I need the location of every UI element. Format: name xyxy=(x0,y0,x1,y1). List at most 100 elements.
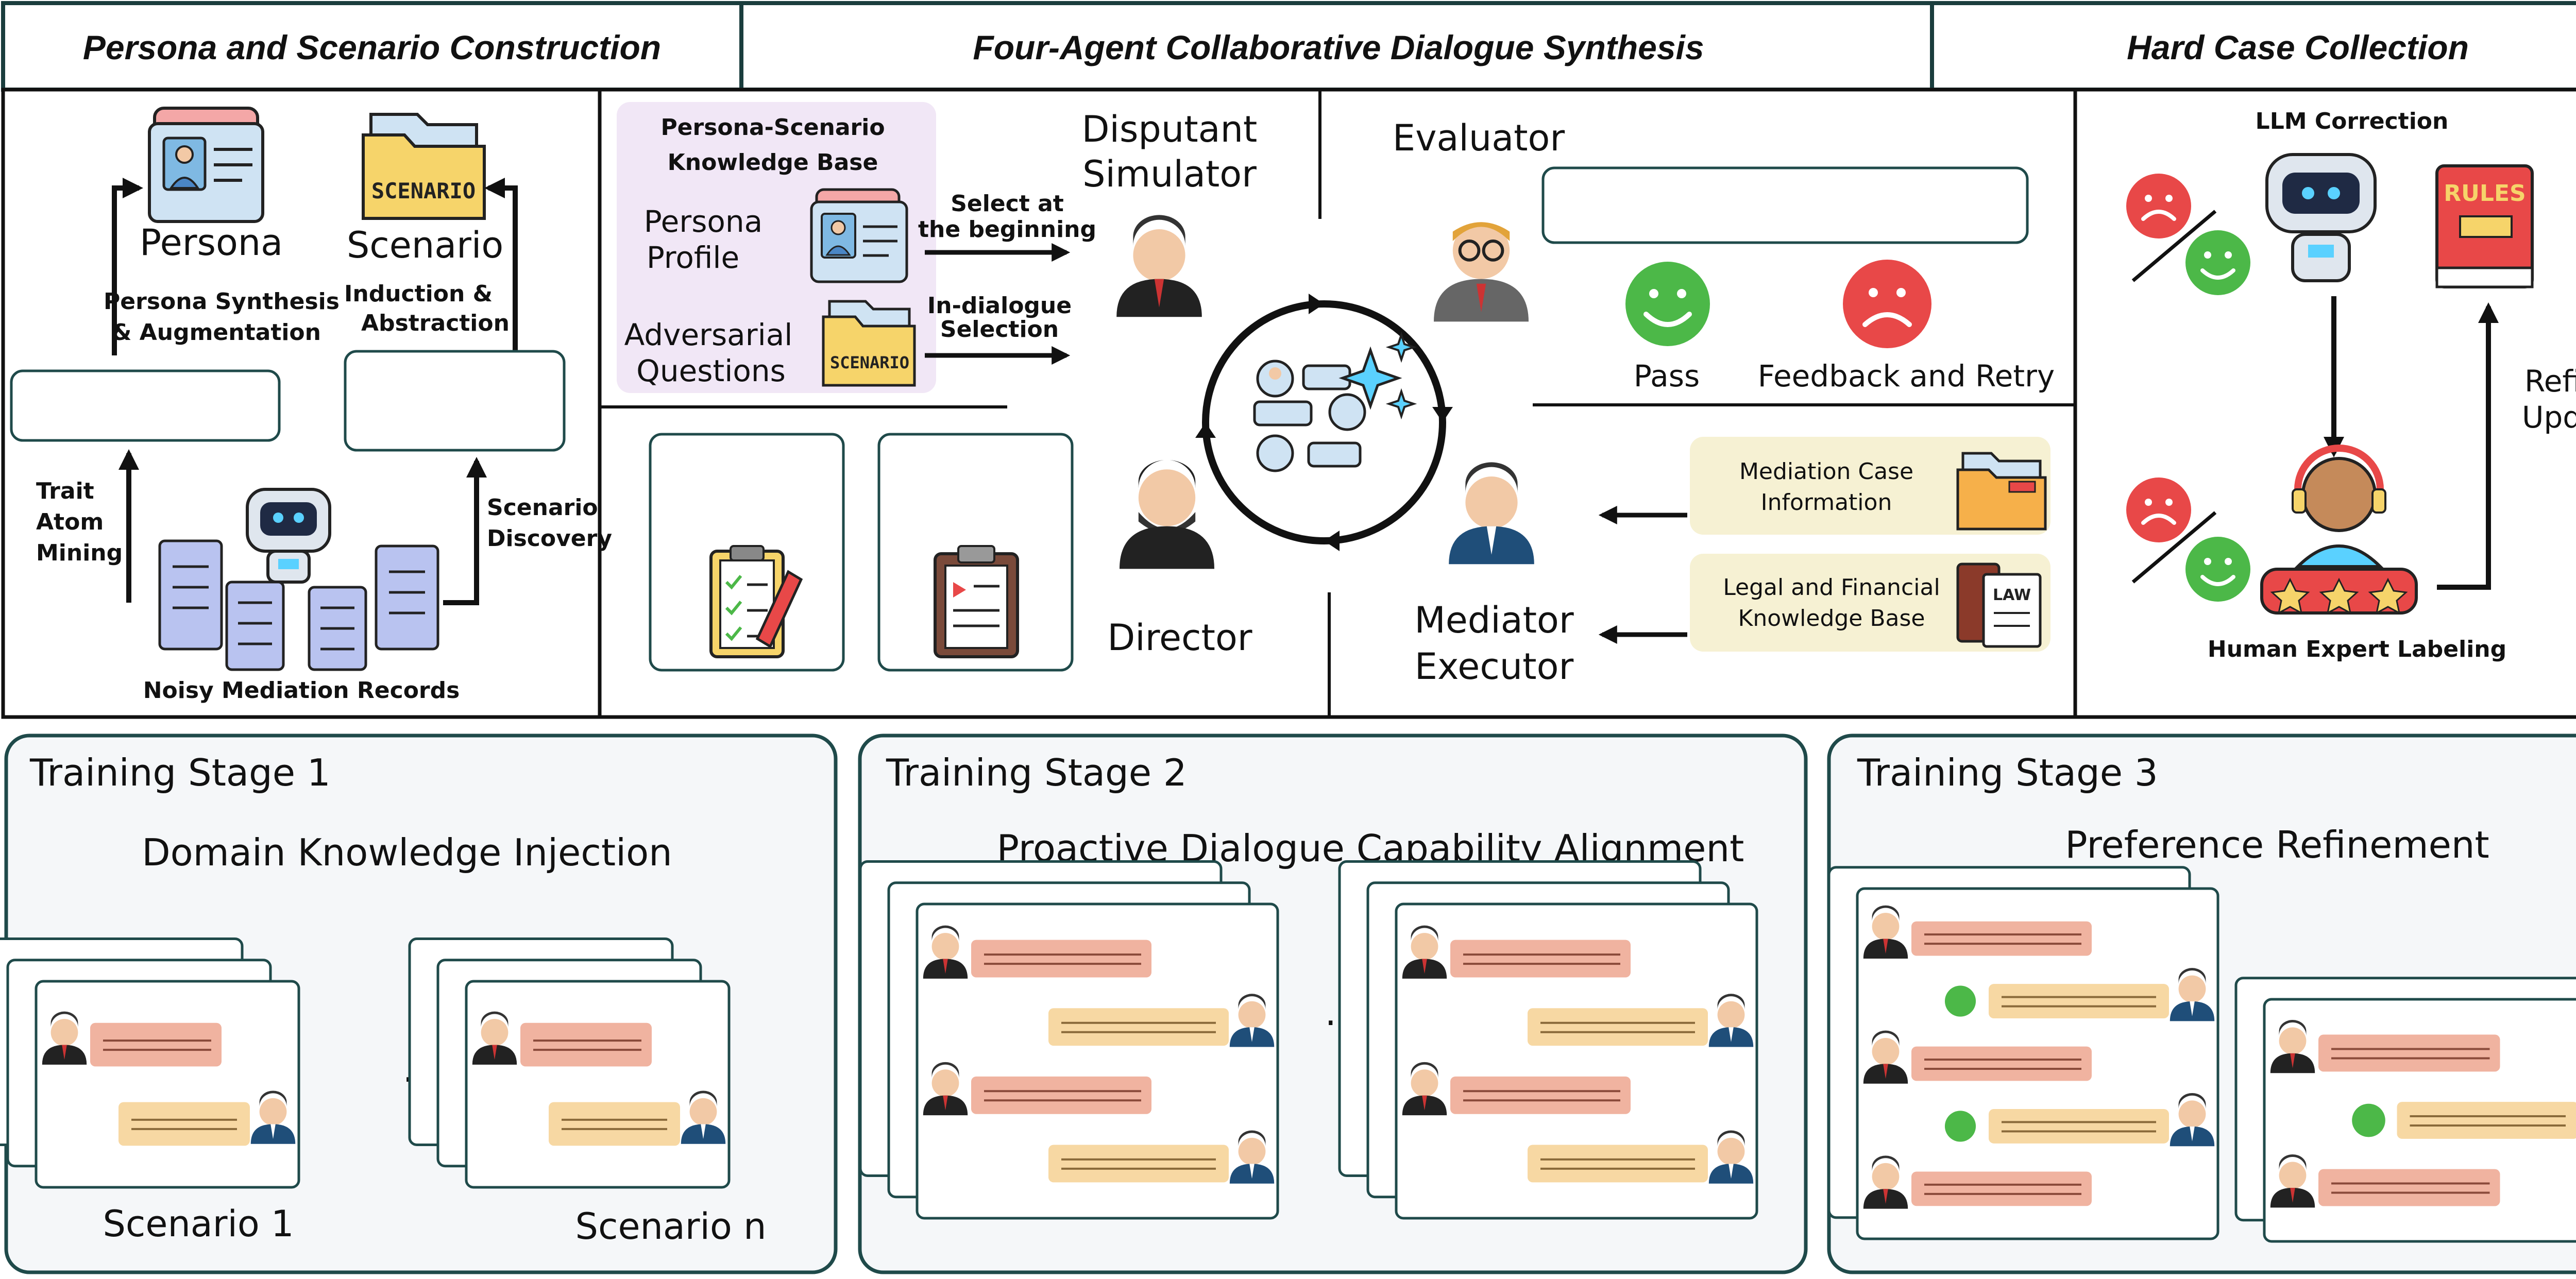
chat-card xyxy=(465,980,731,1189)
chat-bubble xyxy=(549,1102,680,1146)
chat-bubble xyxy=(971,1076,1151,1114)
human-expert-label: Human Expert Labeling xyxy=(2208,636,2506,662)
four-agent-panel: Persona-Scenario Knowledge Base Persona … xyxy=(600,90,2075,717)
feedback-frown-icon xyxy=(1843,260,1931,348)
human-expert-icon xyxy=(2260,445,2418,615)
scenario-label: Scenario xyxy=(347,224,503,266)
case-folder-icon xyxy=(1956,452,2047,531)
arrow-to-persona xyxy=(112,178,143,355)
clipboard-icon xyxy=(934,545,1019,658)
stage-1-stack-a xyxy=(0,937,300,1189)
adversarial-line2: Questions xyxy=(636,353,786,388)
chat-bubble xyxy=(1911,1046,2092,1081)
arrow-refine-update xyxy=(2437,302,2499,590)
adversarial-line1: Adversarial xyxy=(624,317,793,352)
mediation-case-line1: Mediation Case xyxy=(1739,458,1913,485)
induction-line1: Induction & xyxy=(344,281,493,307)
feedback-label: Feedback and Retry xyxy=(1758,359,2055,394)
legal-line1: Legal and Financial xyxy=(1723,574,1940,601)
director-label: Director xyxy=(1107,617,1252,659)
adversarial-folder-text: SCENARIO xyxy=(830,353,909,372)
top-header-bar: Persona and Scenario Construction Four-A… xyxy=(1,1,2576,92)
persona-synthesis-line1: Persona Synthesis xyxy=(104,288,340,315)
scenario-empty-box xyxy=(344,350,566,452)
evaluator-empty-box xyxy=(1541,166,2029,244)
scrolls-icon xyxy=(158,539,439,671)
indialogue-line1: In-dialogue xyxy=(927,293,1072,319)
dialogue-cycle xyxy=(1195,294,1453,551)
training-stage-3: Training Stage 3 Preference Refinement xyxy=(1827,734,2576,1274)
chat-bubble xyxy=(118,1102,250,1146)
chat-bubble xyxy=(1911,921,2092,956)
persona-profile-line2: Profile xyxy=(647,240,739,275)
rules-text: RULES xyxy=(2444,180,2526,207)
scenario-discovery-line2: Discovery xyxy=(487,525,612,552)
kb-title-line1: Persona-Scenario xyxy=(660,114,885,141)
divider-slash-top xyxy=(2131,210,2217,282)
chat-bubble xyxy=(1989,984,2169,1018)
training-stage-1: Training Stage 1 Domain Knowledge Inject… xyxy=(0,734,838,1274)
stage-3-stack-a xyxy=(1827,866,2219,1240)
header-persona-scenario: Persona and Scenario Construction xyxy=(83,28,661,66)
header-four-agent: Four-Agent Collaborative Dialogue Synthe… xyxy=(973,28,1704,66)
trait-line2: Atom xyxy=(36,509,104,535)
chat-bubble xyxy=(520,1022,652,1067)
mediation-case-line2: Information xyxy=(1761,489,1892,516)
chat-bubble xyxy=(2318,1034,2500,1072)
mediator-line1: Mediator xyxy=(1414,599,1574,641)
chat-bubble xyxy=(1528,1008,1708,1046)
evaluator-person-icon xyxy=(1434,222,1529,322)
stage-1-stack-b xyxy=(408,937,731,1189)
scenario-folder-icon: SCENARIO xyxy=(362,113,486,220)
llm-correction-label: LLM Correction xyxy=(2256,108,2449,134)
chat-bubble xyxy=(1048,1145,1229,1183)
persona-empty-box xyxy=(10,369,281,442)
induction-line2: Abstraction xyxy=(361,310,510,336)
stage-1-title: Training Stage 1 xyxy=(29,751,331,794)
chat-bubble xyxy=(2397,1102,2576,1139)
header-hard-case: Hard Case Collection xyxy=(2127,28,2469,66)
refine-line2: Update xyxy=(2522,400,2576,435)
select-line2: the beginning xyxy=(918,216,1096,243)
scenario-folder-text: SCENARIO xyxy=(371,178,476,203)
llm-robot-icon xyxy=(2265,153,2377,282)
chat-card xyxy=(916,902,1279,1220)
chat-bubble xyxy=(1528,1145,1708,1183)
smile-icon xyxy=(1944,1111,1976,1142)
stage-1-label-b: Scenario n xyxy=(575,1205,767,1248)
evaluator-label: Evaluator xyxy=(1393,117,1565,159)
smile-icon-bottom xyxy=(2185,537,2250,602)
frown-icon-top xyxy=(2126,174,2191,238)
kb-title-line2: Knowledge Base xyxy=(668,149,878,176)
chat-bubble xyxy=(1450,1076,1631,1114)
legal-line2: Knowledge Base xyxy=(1738,605,1925,632)
disputant-line2: Simulator xyxy=(1082,153,1257,195)
stage-2-stack-b xyxy=(1338,860,1758,1220)
arrow-scenario-discovery xyxy=(443,457,487,605)
smile-icon xyxy=(1944,985,1976,1017)
disputant-line1: Disputant xyxy=(1082,108,1258,150)
robot-icon xyxy=(246,488,331,584)
training-stage-2: Training Stage 2 Proactive Dialogue Capa… xyxy=(858,734,1808,1274)
mediator-line2: Executor xyxy=(1415,645,1574,688)
stage-3-title: Training Stage 3 xyxy=(1857,751,2158,794)
trait-line1: Trait xyxy=(36,478,94,504)
rules-book-icon: RULES xyxy=(2435,164,2534,288)
chat-bubble xyxy=(90,1022,222,1067)
chat-card xyxy=(35,980,300,1189)
law-book-icon: LAW xyxy=(1956,562,2042,648)
pass-label: Pass xyxy=(1634,359,1700,394)
persona-scenario-panel: Persona SCENARIO Scenario Persona Synthe… xyxy=(10,107,612,704)
chat-bubble xyxy=(1450,940,1631,978)
smile-icon-top xyxy=(2185,230,2250,295)
select-line1: Select at xyxy=(951,191,1064,217)
smile-icon xyxy=(2352,1103,2385,1137)
stage-2-stack-a xyxy=(859,860,1279,1220)
checklist-icon xyxy=(709,545,803,658)
arrow-to-scenario xyxy=(484,178,518,350)
indialogue-line2: Selection xyxy=(940,316,1059,343)
law-text: LAW xyxy=(1993,586,2031,604)
chat-bubble xyxy=(1911,1171,2092,1206)
hard-case-panel: LLM Correction RULES Refine & Upd xyxy=(2126,108,2576,662)
